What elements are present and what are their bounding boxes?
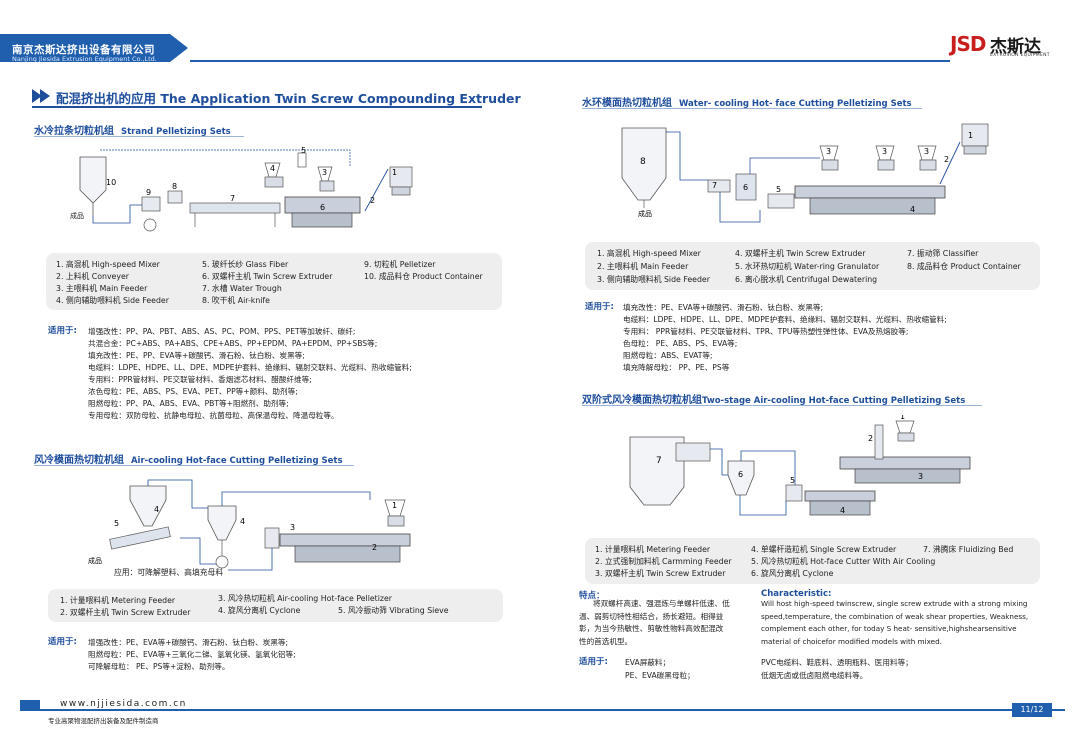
svg-text:8: 8 (172, 182, 177, 191)
svg-text:1: 1 (392, 501, 397, 510)
svg-text:2: 2 (944, 155, 949, 164)
svg-text:5: 5 (114, 519, 119, 528)
company-name-en: Nanjing Jiesida Extrusion Equipment Co.,… (12, 55, 157, 63)
logo-mark: JSD (950, 32, 986, 56)
feature-text-cn: 将双螺杆高速、强混炼与单螺杆低速、低 温、弱剪切特性相结合，扬长避短。相得益 彰… (579, 599, 730, 646)
footer-rule (20, 709, 1065, 711)
svg-text:4: 4 (154, 505, 159, 514)
header-band: 南京杰斯达挤出设备有限公司 Nanjing Jiesida Extrusion … (0, 34, 188, 63)
svg-text:2: 2 (370, 196, 375, 205)
feature-text-en: Will host high-speed twinscrew, single s… (761, 599, 1029, 646)
svg-text:2: 2 (372, 543, 377, 552)
footer-accent (20, 700, 40, 711)
svg-text:7: 7 (656, 456, 662, 466)
strand-title-rule (34, 136, 244, 137)
logo-sub: EXTRUSION EQUIPMENT (990, 53, 1050, 58)
title-arrow-icon (32, 89, 50, 103)
twostage-section-title: 双阶式风冷模面热切粒机组Two-stage Air-cooling Hot-fa… (582, 395, 966, 406)
twostage-applications: 适用于: EVA屏蔽料； PE、EVA碳黑母粒； PVC电缆料、鞋底料、透明瓶料… (579, 657, 913, 680)
svg-text:1: 1 (900, 415, 905, 421)
twostage-legend: 1. 计量喂料机 Metering Feeder 4. 单螺杆造粒机 Singl… (585, 538, 1040, 584)
water-legend: 1. 高混机 High-speed Mixer 4. 双螺杆主机 Twin Sc… (585, 242, 1040, 290)
twostage-pelletizing-diagram: 7 6 5 4 3 2 1 (600, 415, 1000, 530)
svg-text:3: 3 (290, 523, 295, 532)
water-ring-pelletizing-diagram: 成品 8 7 6 5 4 3 3 3 2 1 (600, 118, 1000, 230)
aircool-applications: 适用于: 增强改性：PE、EVA等+碳酸钙、滑石粉、钛白粉、炭黑等; 阻燃母粒：… (48, 637, 296, 671)
svg-text:4: 4 (270, 164, 275, 173)
svg-text:3: 3 (924, 147, 929, 156)
company-name-cn: 南京杰斯达挤出设备有限公司 (12, 44, 155, 56)
water-applications: 适用于: 填充改性：PE、EVA等+碳酸钙、滑石粉、钛白粉、炭黑等; 电缆料：L… (585, 302, 947, 372)
page-main-title: 配混挤出机的应用 The Application Twin Screw Comp… (56, 91, 521, 106)
twostage-title-rule (582, 405, 982, 406)
aircool-legend: 1. 计量喂料机 Metering Feeder 3. 风冷热切粒机 Air-c… (48, 589, 503, 622)
company-logo: JSD 杰斯达 EXTRUSION EQUIPMENT (950, 32, 1050, 62)
main-title-rule (32, 106, 482, 108)
svg-text:5: 5 (790, 476, 795, 485)
aircool-section-title: 风冷模面热切粒机组 Air-cooling Hot-face Cutting P… (34, 455, 343, 466)
aircool-title-rule (34, 465, 354, 466)
svg-text:1: 1 (392, 168, 397, 177)
aircool-product-label: 成品 (88, 556, 102, 565)
svg-text:10: 10 (106, 178, 116, 187)
strand-applications: 适用于: 增强改性：PP、PA、PBT、ABS、AS、PC、POM、PPS、PE… (48, 326, 412, 420)
page-number: 11/12 (1012, 703, 1052, 717)
logo-cn: 杰斯达 (990, 37, 1041, 57)
water-product-label: 成品 (638, 209, 652, 218)
header-rule (190, 60, 950, 62)
svg-text:7: 7 (230, 194, 235, 203)
strand-product-label: 成品 (70, 211, 84, 220)
svg-text:3: 3 (322, 168, 327, 177)
svg-text:1: 1 (968, 131, 973, 140)
svg-text:8: 8 (640, 157, 646, 167)
svg-text:3: 3 (882, 147, 887, 156)
strand-legend: 1. 高混机 High-speed Mixer 5. 玻纤长纱 Glass Fi… (46, 253, 502, 310)
aircool-application-note: 应用：可降解塑料、高填充母料 (114, 568, 224, 577)
aircool-pelletizing-diagram: 成品 1 2 3 4 4 5 (80, 478, 450, 578)
strand-pelletizing-diagram: 成品 1 2 3 4 5 6 7 8 9 10 (70, 145, 420, 240)
svg-text:5: 5 (301, 146, 306, 155)
feature-label-en: Characteristic: (761, 589, 832, 599)
strand-section-title: 水冷拉条切粒机组 Strand Pelletizing Sets (34, 126, 231, 137)
website-url[interactable]: www.njjiesida.com.cn (60, 699, 187, 709)
svg-text:3: 3 (918, 472, 923, 481)
svg-text:6: 6 (738, 470, 743, 479)
svg-text:4: 4 (840, 506, 845, 515)
svg-text:3: 3 (826, 147, 831, 156)
svg-text:5: 5 (776, 185, 781, 194)
svg-text:2: 2 (868, 434, 873, 443)
svg-text:4: 4 (910, 205, 915, 214)
water-section-title: 水环模面热切粒机组 Water- cooling Hot- face Cutti… (582, 98, 912, 109)
svg-text:9: 9 (146, 188, 151, 197)
svg-text:6: 6 (320, 203, 325, 212)
svg-text:7: 7 (712, 181, 717, 190)
feature-label-cn: 特点： (579, 591, 605, 601)
footer-slogan: 专业高聚物混配挤出装备及配件制造商 (48, 717, 159, 725)
water-title-rule (582, 108, 922, 109)
svg-text:6: 6 (743, 183, 748, 192)
svg-text:4: 4 (240, 517, 245, 526)
page-header: 南京杰斯达挤出设备有限公司 Nanjing Jiesida Extrusion … (0, 30, 1080, 64)
